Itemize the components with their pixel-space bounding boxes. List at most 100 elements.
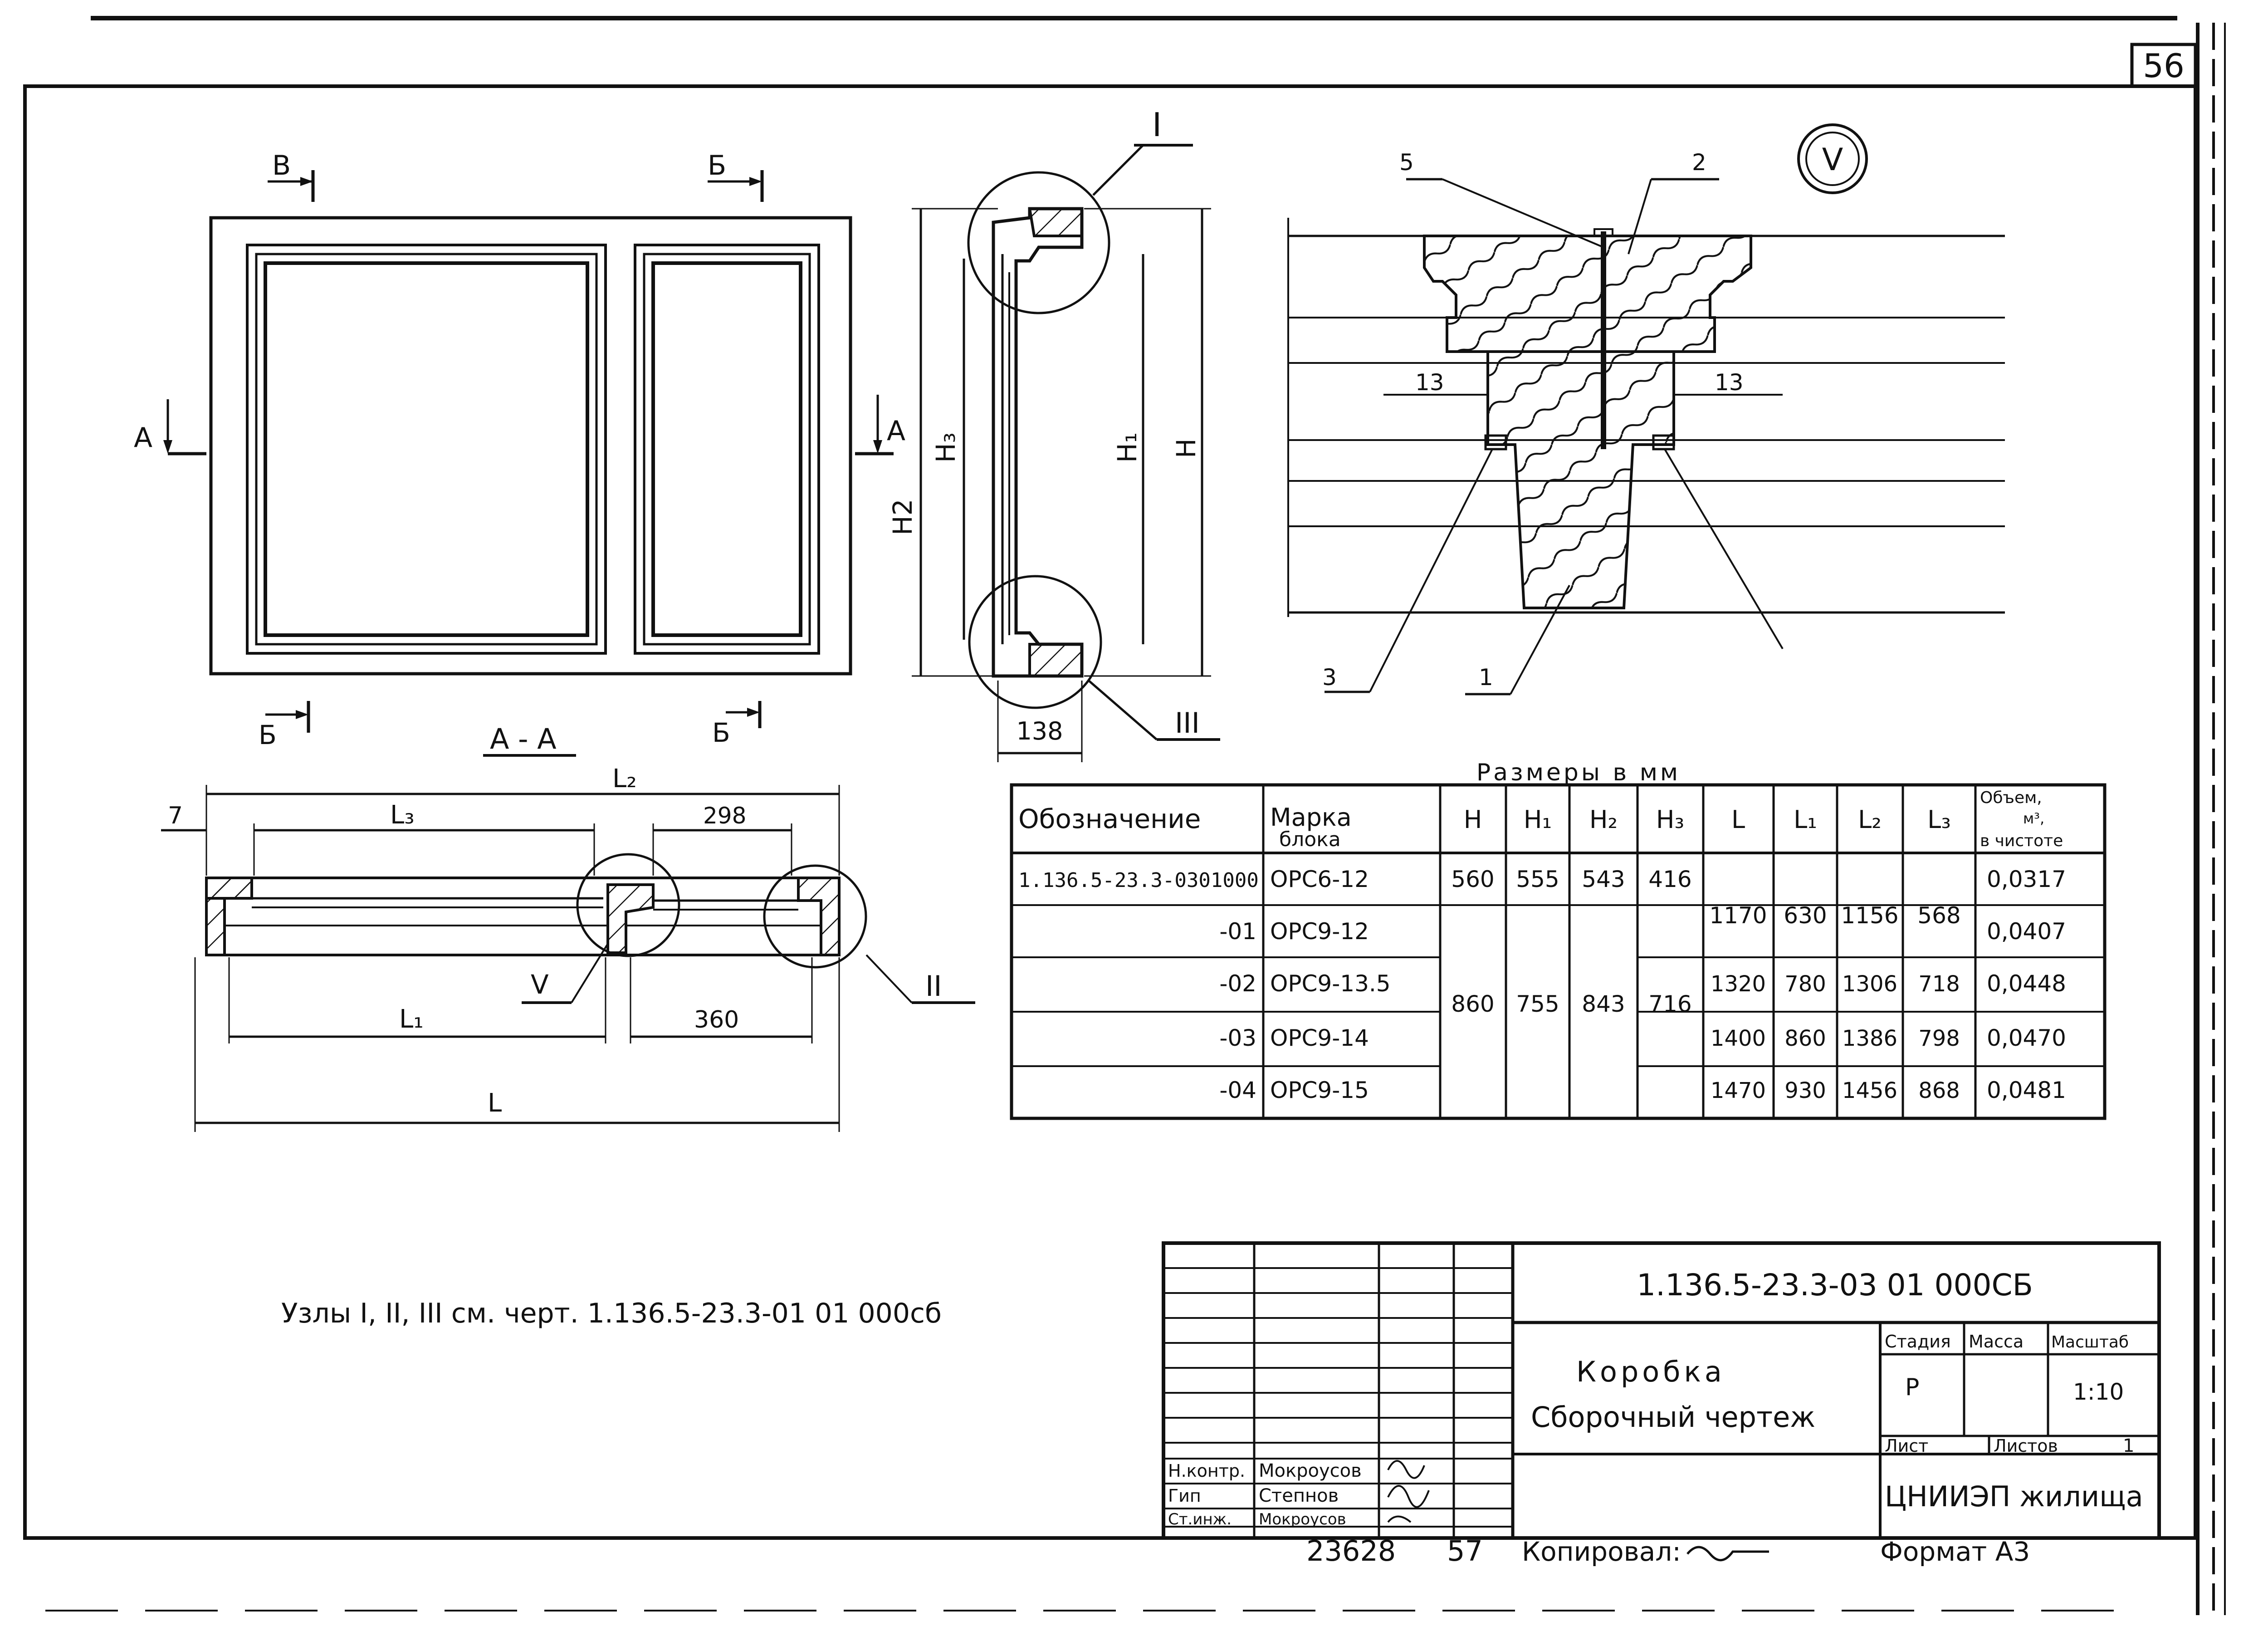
section-mark-a-right: А <box>887 415 905 447</box>
th-l1: L₁ <box>1794 805 1817 834</box>
row1-designation: -01 <box>1219 918 1256 945</box>
sheet-number-box <box>2130 43 2197 88</box>
footer-copied: Копировал: <box>1522 1536 1681 1567</box>
node-circle-3 <box>968 575 1102 709</box>
dim-l3: L₃ <box>390 800 415 830</box>
th-l: L <box>1731 805 1745 834</box>
dimensions-table: Размеры в мм Обозначение Марка блока H H… <box>1010 759 2107 1120</box>
side-section: I III H2 H₃ H₁ H 138 <box>887 106 1220 762</box>
signatures <box>1387 1460 1430 1523</box>
th-h1: H₁ <box>1524 805 1552 834</box>
merged-h1: 755 <box>1516 991 1559 1017</box>
tb-role-2: Гип <box>1168 1486 1201 1506</box>
copied-signature <box>1686 1546 1769 1562</box>
dim-h: H <box>1171 438 1202 458</box>
merged-h2: 843 <box>1582 991 1625 1017</box>
merged-h: 860 <box>1451 991 1494 1017</box>
row0-mark: ОРС6-12 <box>1270 866 1369 892</box>
th-l2: L₂ <box>1858 805 1882 834</box>
row0-h3: 416 <box>1648 866 1691 892</box>
detail-dim-left-13: 13 <box>1415 369 1444 396</box>
tb-stage-value: Р <box>1905 1374 1919 1401</box>
table-caption: Размеры в мм <box>1476 759 1681 786</box>
row4-l: 1470 <box>1711 1078 1766 1103</box>
merged-l2: 1156 <box>1841 902 1898 929</box>
tb-stage-label: Стадия <box>1885 1332 1951 1352</box>
row4-l1: 930 <box>1784 1078 1826 1103</box>
tb-org: ЦНИИЭП жилища <box>1885 1480 2143 1513</box>
tb-mass-label: Масса <box>1969 1332 2024 1352</box>
dim-h3: H₃ <box>930 432 961 463</box>
tb-role-3: Ст.инж. <box>1168 1510 1232 1528</box>
th-vol-1: Объем, <box>1980 789 2042 807</box>
section-mark-b-bottom-left: Б <box>259 720 277 750</box>
footer-57: 57 <box>1447 1534 1483 1567</box>
node-circle-5 <box>576 853 680 957</box>
row2-l: 1320 <box>1711 971 1766 997</box>
row3-volume: 0,0470 <box>1987 1025 2066 1051</box>
tb-scale-value: 1:10 <box>2073 1379 2124 1405</box>
tb-name-1: Мокроусов <box>1259 1460 1362 1481</box>
dim-298: 298 <box>703 803 746 829</box>
front-view: В Б Б Б А А <box>134 150 905 750</box>
row4-l2: 1456 <box>1842 1078 1897 1103</box>
th-designation: Обозначение <box>1018 803 1201 834</box>
title-block: Н.контр. Мокроусов Гип Степнов Ст.инж. М… <box>1162 1241 2161 1540</box>
row4-designation: -04 <box>1219 1077 1256 1103</box>
row2-l1: 780 <box>1784 971 1826 997</box>
tb-name-3: Мокроусов <box>1259 1510 1346 1528</box>
detail-v: 13 13 5 2 3 1 V <box>1287 123 2005 696</box>
section-mark-v-top: В <box>272 150 291 181</box>
tb-name-2: Степнов <box>1259 1485 1339 1506</box>
row1-mark: ОРС9-12 <box>1270 918 1369 945</box>
tb-scale-label: Масштаб <box>2051 1333 2129 1352</box>
section-mark-a-left: А <box>134 422 152 454</box>
merged-l: 1170 <box>1709 902 1767 929</box>
section-mark-b-bottom-right: Б <box>712 717 730 748</box>
dim-l2: L₂ <box>612 764 637 794</box>
tb-sheets-label: Листов <box>1994 1436 2058 1456</box>
row0-h: 560 <box>1451 866 1494 892</box>
dim-h1: H₁ <box>1112 432 1143 463</box>
dim-7: 7 <box>168 802 183 829</box>
dim-l1: L₁ <box>399 1004 424 1034</box>
tb-sheet-label: Лист <box>1885 1436 1928 1456</box>
row0-h1: 555 <box>1516 866 1559 892</box>
merged-h3: 716 <box>1648 991 1691 1017</box>
row3-l3: 798 <box>1918 1026 1960 1051</box>
detail-dim-right-13: 13 <box>1715 369 1744 396</box>
detail-pos-2: 2 <box>1692 149 1706 176</box>
row3-designation: -03 <box>1219 1025 1256 1051</box>
row4-l3: 868 <box>1918 1078 1960 1103</box>
th-l3: L₃ <box>1927 805 1951 834</box>
node-label-3: III <box>1175 706 1200 740</box>
section-a-a-title: А - А <box>490 722 557 755</box>
merged-l3: 568 <box>1917 902 1960 929</box>
row3-mark: ОРС9-14 <box>1270 1025 1369 1051</box>
node-circle-1 <box>967 171 1110 314</box>
footer-inv-number: 23628 <box>1306 1534 1396 1567</box>
row2-l2: 1306 <box>1842 971 1897 997</box>
merged-l1: 630 <box>1784 902 1827 929</box>
dim-width-138: 138 <box>1016 717 1063 745</box>
row0-volume: 0,0317 <box>1987 866 2066 892</box>
row1-volume: 0,0407 <box>1987 918 2066 945</box>
row0-h2: 543 <box>1582 866 1625 892</box>
node-label-1: I <box>1152 106 1162 144</box>
row0-designation: 1.136.5-23.3-0301000 <box>1018 869 1259 892</box>
row2-volume: 0,0448 <box>1987 970 2066 997</box>
node-label-5: V <box>531 969 549 1000</box>
detail-pos-3: 3 <box>1322 664 1337 691</box>
th-mark-2: блока <box>1279 828 1341 851</box>
th-h: H <box>1464 805 1482 834</box>
detail-pos-1: 1 <box>1479 664 1493 691</box>
nodes-note: Узлы I, II, III см. черт. 1.136.5-23.3-0… <box>281 1298 942 1329</box>
row3-l1: 860 <box>1784 1026 1826 1051</box>
tb-sheets-value: 1 <box>2123 1435 2134 1456</box>
sheet-number: 56 <box>2143 47 2185 85</box>
node-circle-2 <box>763 864 867 969</box>
section-mark-b-top: Б <box>708 150 726 181</box>
node-label-2: II <box>925 970 942 1003</box>
